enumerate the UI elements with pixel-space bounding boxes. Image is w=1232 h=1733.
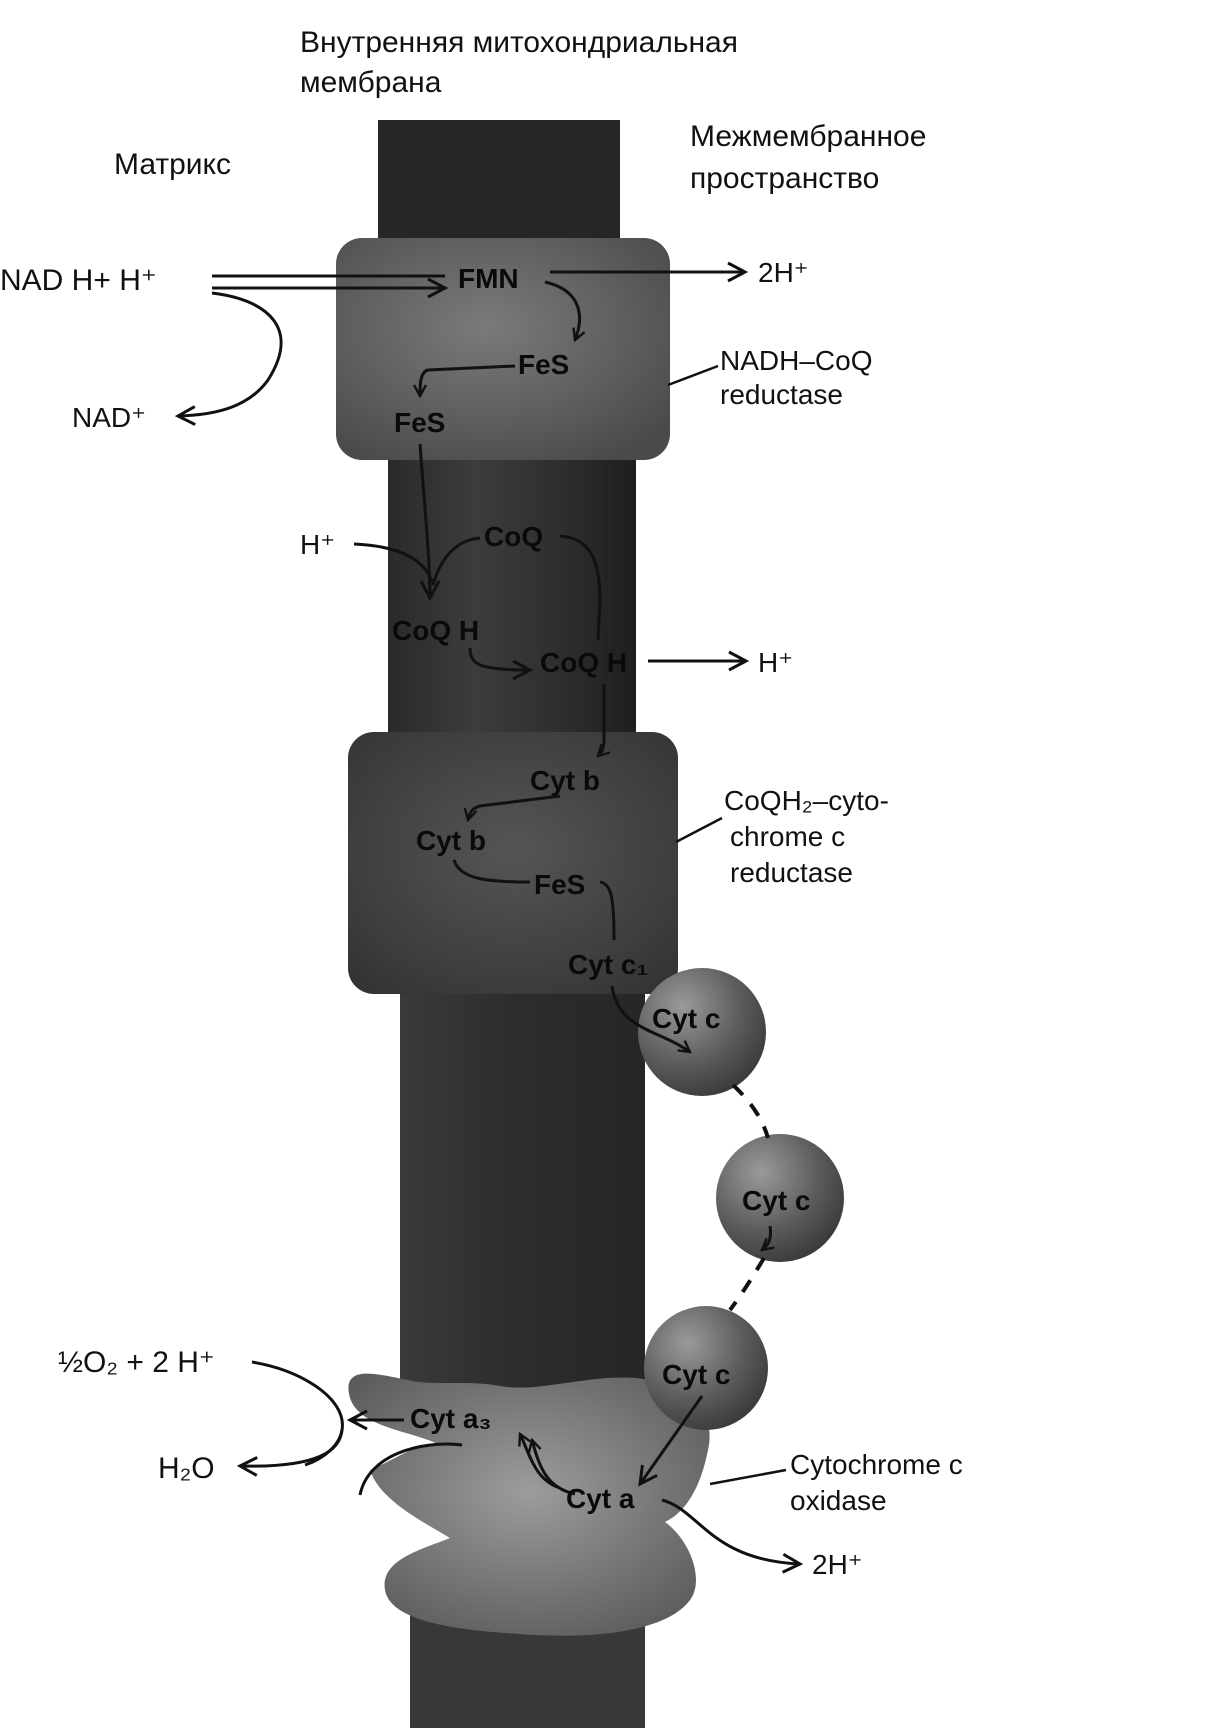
cyt-c-ball-3 <box>644 1306 768 1430</box>
nad-product: NAD⁺ <box>72 402 146 433</box>
fes-to-coqh-arrow <box>418 443 430 598</box>
complex3-name-line1: CoQH₂–cyto- <box>724 785 889 816</box>
h-in-arrow <box>353 542 434 583</box>
cyt-c-dashed-path-1 <box>731 1083 770 1139</box>
complex1-name-line1: NADH–CoQ <box>720 345 872 376</box>
oxygen-substrate: ½O₂ + 2 H⁺ <box>58 1346 215 1379</box>
complex-3-body <box>348 732 678 994</box>
coq-cycle-arrow <box>559 534 602 641</box>
ims-label-line1: Межмембранное <box>690 120 926 153</box>
cyta-label: Cyt a <box>566 1483 635 1514</box>
cytc-to-cyta-arrow <box>640 1395 704 1484</box>
cyta-to-cyta3-arrow-2 <box>532 1440 576 1496</box>
matrix-label: Матрикс <box>114 148 231 181</box>
cytb-label-1: Cyt b <box>530 765 600 796</box>
membrane-title-line2: мембрана <box>300 66 442 99</box>
cytc-label-3: Cyt c <box>662 1359 730 1390</box>
fes-to-cytc1-arrow <box>599 880 616 941</box>
coqh-to-cytb-arrow <box>598 684 604 756</box>
h-out-label: H⁺ <box>758 647 793 678</box>
cyt-c-ball-2 <box>716 1134 844 1262</box>
complex-4-body <box>348 1373 710 1636</box>
complex1-leader <box>667 364 719 387</box>
cytb-to-fes-arrow <box>452 859 531 884</box>
cytb-to-cytb-arrow <box>468 794 561 820</box>
coq-to-coqh-arrow <box>431 536 481 586</box>
cytc-label-2: Cyt c <box>742 1185 810 1216</box>
fes-label-c3: FeS <box>534 869 585 900</box>
cyta3-under-arc <box>358 1442 463 1496</box>
nadh-substrate: NAD H+ H⁺ <box>0 264 157 297</box>
fes-label-2: FeS <box>394 407 445 438</box>
complex1-name-line2: reductase <box>720 379 843 410</box>
complex3-name-line2: chrome c <box>730 821 845 852</box>
complex3-leader <box>675 816 723 844</box>
cyt-c-dashed-path-2 <box>728 1256 766 1312</box>
coq-label: CoQ <box>484 521 543 552</box>
h-in-label: H⁺ <box>300 529 335 560</box>
cytc1-to-cytc-arrow <box>610 985 690 1052</box>
cyt-c-ball-1 <box>638 968 766 1096</box>
ims-label-line2: пространство <box>690 162 879 195</box>
fmn-to-fes-arrow <box>544 280 580 340</box>
water-arrow <box>240 1429 344 1466</box>
coqh-transfer-arrow <box>468 647 530 670</box>
cytc-label-1: Cyt c <box>652 1003 720 1034</box>
coqh-right-label: CoQ H <box>540 647 627 678</box>
fes-label-1: FeS <box>518 349 569 380</box>
cyta-pump-arrow <box>661 1498 800 1564</box>
fmn-label: FMN <box>458 263 519 294</box>
nad-product-arrow <box>178 291 283 416</box>
cytc1-label: Cyt c₁ <box>568 949 648 980</box>
complex4-name-line1: Cytochrome c <box>790 1449 963 1480</box>
complex4-pump-label: 2H⁺ <box>812 1549 863 1580</box>
complex-1-body <box>336 238 670 460</box>
cytb-label-2: Cyt b <box>416 825 486 856</box>
coqh-left-label: CoQ H <box>392 615 479 646</box>
cyta3-label: Cyt a₃ <box>410 1403 491 1434</box>
complex4-leader <box>709 1468 787 1486</box>
complex4-name-line2: oxidase <box>790 1485 887 1516</box>
complex3-name-line3: reductase <box>730 857 853 888</box>
fes-to-fes-arrow <box>420 364 516 396</box>
complex1-pump-label: 2H⁺ <box>758 257 809 288</box>
cytc-ball2-arrow <box>762 1225 771 1250</box>
membrane-title-line1: Внутренняя митохондриальная <box>300 26 738 59</box>
water-product: H₂O <box>158 1452 215 1485</box>
